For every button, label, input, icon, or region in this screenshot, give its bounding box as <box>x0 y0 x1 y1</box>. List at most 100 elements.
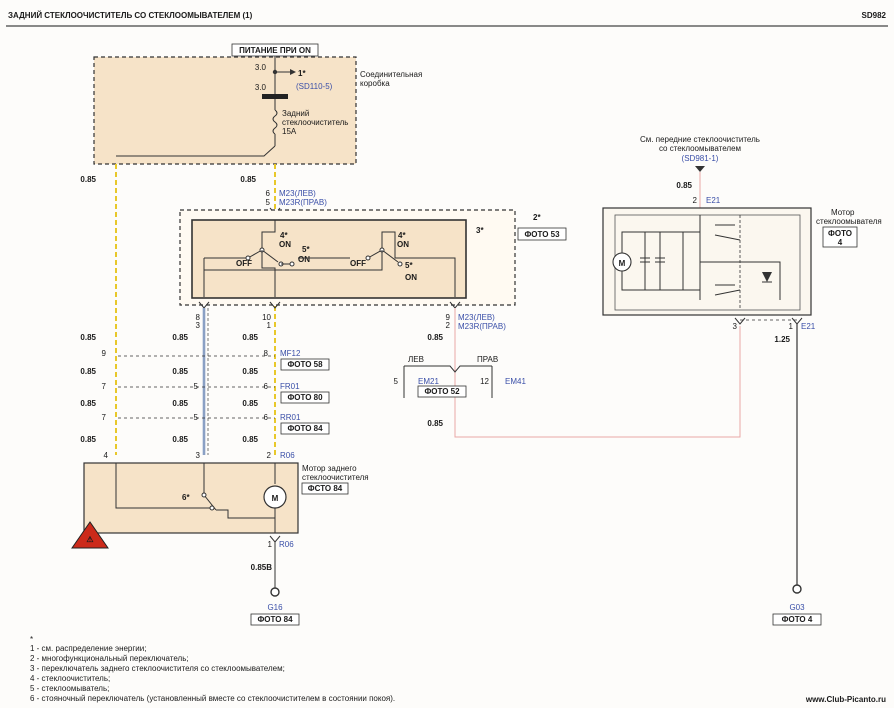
washer-title-2: стеклоомывателя <box>816 217 882 226</box>
s5b: 5* <box>405 261 413 270</box>
conn-em41: EM41 <box>505 377 526 386</box>
s4a-on: ON <box>279 240 291 249</box>
switch-photo: ФОТО 53 <box>524 230 560 239</box>
r06-pin-4: 4 <box>104 451 109 460</box>
mf12-pin-8: 8 <box>264 349 269 358</box>
ground-g16: G16 <box>267 603 283 612</box>
wire-gauges: 0.85 0.85 0.85 0.85 0.85 0.85 0.85 0.85 … <box>80 181 790 572</box>
fuse-label-2: стеклоочиститель <box>282 118 348 127</box>
s4b: 4* <box>398 231 406 240</box>
conn-fr01: FR01 <box>280 382 300 391</box>
washer-photo: ФОТО <box>828 229 852 238</box>
fr01-pin-7: 7 <box>102 382 107 391</box>
svg-text:0.85: 0.85 <box>242 333 258 342</box>
svg-text:0.85: 0.85 <box>80 333 96 342</box>
svg-text:0.85: 0.85 <box>172 367 188 376</box>
rr01-pin-6: 6 <box>264 413 269 422</box>
connector-rows: 9 8 MF12 ФОТО 58 7 5 6 FR01 ФОТО 80 7 5 … <box>102 349 330 460</box>
legend-marker: * <box>30 635 33 644</box>
s5a-on: ON <box>298 255 310 264</box>
washer-photo-num: 4 <box>838 238 843 247</box>
warning-icon: ⚠ <box>71 521 109 549</box>
sw-pin-8: 8 <box>196 313 201 322</box>
svg-text:1.25: 1.25 <box>774 335 790 344</box>
sw-pin-1: 1 <box>267 321 272 330</box>
sw-pin-6: 6 <box>266 189 271 198</box>
foto-84: ФОТО 84 <box>287 424 323 433</box>
svg-text:0.85: 0.85 <box>80 399 96 408</box>
washer-pin-1: 1 <box>789 322 794 331</box>
legend-item: 6 - стояночный переключатель (установлен… <box>30 694 395 703</box>
conn-r06: R06 <box>280 451 295 460</box>
s5b-on: ON <box>405 273 417 282</box>
off-a: OFF <box>236 259 252 268</box>
rear-sw-6: 6* <box>182 493 190 502</box>
em21-pin: 5 <box>394 377 399 386</box>
conn-m23-lev-b: M23(ЛЕВ) <box>458 313 495 322</box>
ref-3: 3* <box>476 226 484 235</box>
mf12-pin-9: 9 <box>102 349 107 358</box>
foto-52: ФОТО 52 <box>424 387 460 396</box>
r06-pin-2: 2 <box>267 451 272 460</box>
conn-em21: EM21 <box>418 377 439 386</box>
s4a: 4* <box>280 231 288 240</box>
g03-photo: ФОТО 4 <box>782 615 813 624</box>
volt-bottom: 3.0 <box>255 83 267 92</box>
fuse-label-1: Задний <box>282 109 309 118</box>
legend-item: 2 - многофункциональный переключатель; <box>30 654 189 663</box>
power-label: ПИТАНИЕ ПРИ ON <box>239 46 311 55</box>
washer-pin-2: 2 <box>693 196 698 205</box>
washer-motor-m: M <box>619 259 626 268</box>
rear-motor-m: M <box>272 494 279 503</box>
washer-see-1: См. передние стеклоочиститель <box>640 135 760 144</box>
sw-pin-5: 5 <box>266 198 271 207</box>
fr01-pin-6: 6 <box>264 382 269 391</box>
conn-m23r-prav: M23R(ПРАВ) <box>279 198 327 207</box>
svg-text:0.85: 0.85 <box>242 367 258 376</box>
s4b-on: ON <box>397 240 409 249</box>
fr01-pin-5: 5 <box>194 382 199 391</box>
g16-photo: ФОТО 84 <box>257 615 293 624</box>
off-b: OFF <box>350 259 366 268</box>
multifunction-switch: 2* ФОТО 53 3* 4* ON 5* ON OFF 4* ON 5* O… <box>179 209 567 306</box>
conn-m23r-prav-b: M23R(ПРАВ) <box>458 322 506 331</box>
conn-r06-b: R06 <box>279 540 294 549</box>
legend-item: 1 - см. распределение энергии; <box>30 644 146 653</box>
svg-text:0.85: 0.85 <box>242 435 258 444</box>
washer-see-ref: (SD981-1) <box>682 154 719 163</box>
rr01-pin-7: 7 <box>102 413 107 422</box>
washer-see-2: со стеклоомывателем <box>659 144 741 153</box>
junction-label-1: Соединительная <box>360 70 422 79</box>
ground-g03-icon <box>792 584 802 594</box>
sw-pin-9: 9 <box>446 313 451 322</box>
ref-1: 1* <box>298 69 306 78</box>
legend-item: 5 - стеклоомыватель; <box>30 684 109 693</box>
foto-58: ФОТО 58 <box>287 360 323 369</box>
legend-item: 4 - стеклоочиститель; <box>30 674 110 683</box>
rear-pin-1: 1 <box>268 540 273 549</box>
conn-mf12: MF12 <box>280 349 301 358</box>
conn-e21: E21 <box>706 196 721 205</box>
sw-pin-3: 3 <box>196 321 201 330</box>
svg-text:0.85B: 0.85B <box>251 563 273 572</box>
washer-title-1: Мотор <box>831 208 855 217</box>
sw-pin-2: 2 <box>446 321 451 330</box>
washer-pin-3: 3 <box>733 322 738 331</box>
junction-label-2: коробка <box>360 79 390 88</box>
wire-085-mid: 0.85 <box>240 175 256 184</box>
foto-80: ФОТО 80 <box>287 393 323 402</box>
ground-g16-icon <box>270 587 280 597</box>
sw-pin-10: 10 <box>262 313 271 322</box>
rear-wiper-motor: Мотор заднего стеклоочистителя ФСТО 84 6… <box>83 462 369 534</box>
ref-1-code: (SD110-5) <box>296 82 333 91</box>
svg-text:0.85: 0.85 <box>676 181 692 190</box>
conn-m23-lev: M23(ЛЕВ) <box>279 189 316 198</box>
conn-e21-b: E21 <box>801 322 816 331</box>
rr01-pin-5: 5 <box>194 413 199 422</box>
ew-lev: ЛЕВ <box>408 355 424 364</box>
watermark: www.Club-Picanto.ru <box>805 695 886 704</box>
rear-motor-title-1: Мотор заднего <box>302 464 357 473</box>
svg-text:0.85: 0.85 <box>80 435 96 444</box>
svg-text:0.85: 0.85 <box>172 333 188 342</box>
